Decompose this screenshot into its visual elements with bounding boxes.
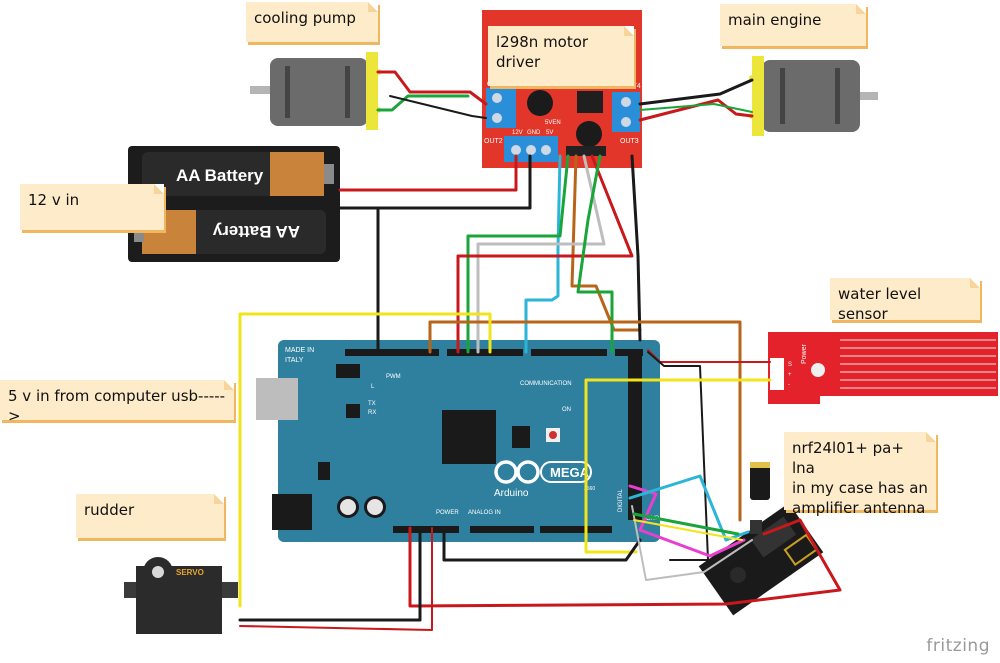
wire-spi-green [632, 512, 740, 536]
wire-in-green2 [576, 154, 614, 354]
wire-sensor-red [647, 349, 771, 363]
note-12v-in: 12 v in [20, 184, 164, 230]
arduino-2560-text: 2560 [584, 486, 595, 492]
arduino-made-in: MADE IN [285, 347, 314, 354]
wire-in-green [466, 154, 570, 354]
battery-top-label: AA Battery [176, 166, 264, 185]
sensor-plus-label: + [788, 372, 792, 378]
driver-out4: OUT4 [622, 83, 641, 90]
driver-gnd: GND [527, 130, 541, 136]
wire-ena-black [630, 154, 642, 342]
wire-battery-red [338, 154, 518, 192]
arduino-logo: Arduino MEGA 2560 [494, 460, 595, 499]
arduino-tx: TX [368, 401, 376, 407]
fritzing-brand: fritzing [926, 636, 990, 656]
driver-12v: 12V [512, 130, 523, 136]
arduino-analog-in: ANALOG IN [468, 510, 501, 516]
wire-sensor-brown [428, 320, 742, 522]
wire-spi-grey [631, 505, 753, 581]
arduino-on: ON [562, 407, 571, 413]
wire-pump-red [376, 70, 488, 106]
arduino-power: POWER [436, 510, 459, 516]
wire-battery-black [338, 154, 532, 210]
arduino-pwm: PWM [386, 374, 401, 380]
wire-power-black2 [442, 526, 642, 562]
wire-sensor-black [647, 351, 709, 561]
wire-engine-green [639, 103, 753, 113]
arduino-rx: RX [368, 410, 376, 416]
arduino-mega-board: Arduino MEGA 2560 MADE IN ITALY PWM COMM… [256, 340, 660, 542]
wire-spi-yellow2 [633, 519, 743, 541]
sensor-traces [840, 339, 996, 389]
arduino-l: L [371, 384, 375, 390]
note-water-level-sensor: water level sensor [830, 278, 980, 323]
main-engine-motor [749, 56, 878, 136]
wire-sensor-yellow [584, 378, 772, 554]
wire-engine-black [638, 78, 754, 106]
sensor-power-label: Power [801, 343, 808, 364]
arduino-mega-text: MEGA [550, 465, 590, 480]
wire-pump-black [389, 95, 487, 119]
driver-out2: OUT2 [484, 138, 503, 145]
wire-pump-green [376, 94, 470, 112]
wire-power-red [408, 518, 842, 608]
wire-spi-cyan [628, 474, 750, 542]
arduino-logo-text: Arduino [494, 488, 529, 499]
wire-power-red2 [239, 527, 433, 631]
arduino-communication: COMMUNICATION [520, 381, 572, 387]
water-level-sensor: Power S + - [768, 332, 998, 404]
sensor-minus-label: - [788, 382, 790, 388]
driver-5ven: 5VEN [545, 120, 561, 126]
note-radio: nrf24l01+ pa+ lna in my case has an ampl… [784, 432, 936, 517]
note-motor-driver: l298n motor driver [488, 26, 634, 86]
wire-in-cyan [524, 154, 562, 354]
note-main-engine: main engine [720, 4, 866, 46]
battery-pack: AA Battery AA Battery [128, 146, 340, 262]
servo-motor: SERVO [124, 557, 238, 634]
battery-cell-top: AA Battery [142, 152, 334, 196]
wire-power-black [238, 526, 422, 622]
arduino-digital: DIGITAL [618, 488, 624, 512]
note-usb-in: 5 v in from computer usb-----> [0, 380, 234, 425]
note-cooling-pump: cooling pump [246, 2, 378, 42]
driver-5v: 5V [546, 130, 553, 136]
wires [238, 70, 842, 631]
battery-bottom-label: AA Battery [212, 222, 300, 241]
wire-in-red2 [456, 154, 634, 354]
wire-in-grey [476, 154, 606, 354]
driver-out3: OUT3 [620, 138, 639, 145]
note-rudder: rudder [76, 494, 224, 538]
arduino-italy: ITALY [285, 357, 304, 364]
wire-usb-yellow [238, 312, 492, 608]
cooling-pump-motor [250, 52, 381, 130]
sensor-s-label: S [788, 362, 792, 368]
servo-label: SERVO [176, 568, 204, 577]
